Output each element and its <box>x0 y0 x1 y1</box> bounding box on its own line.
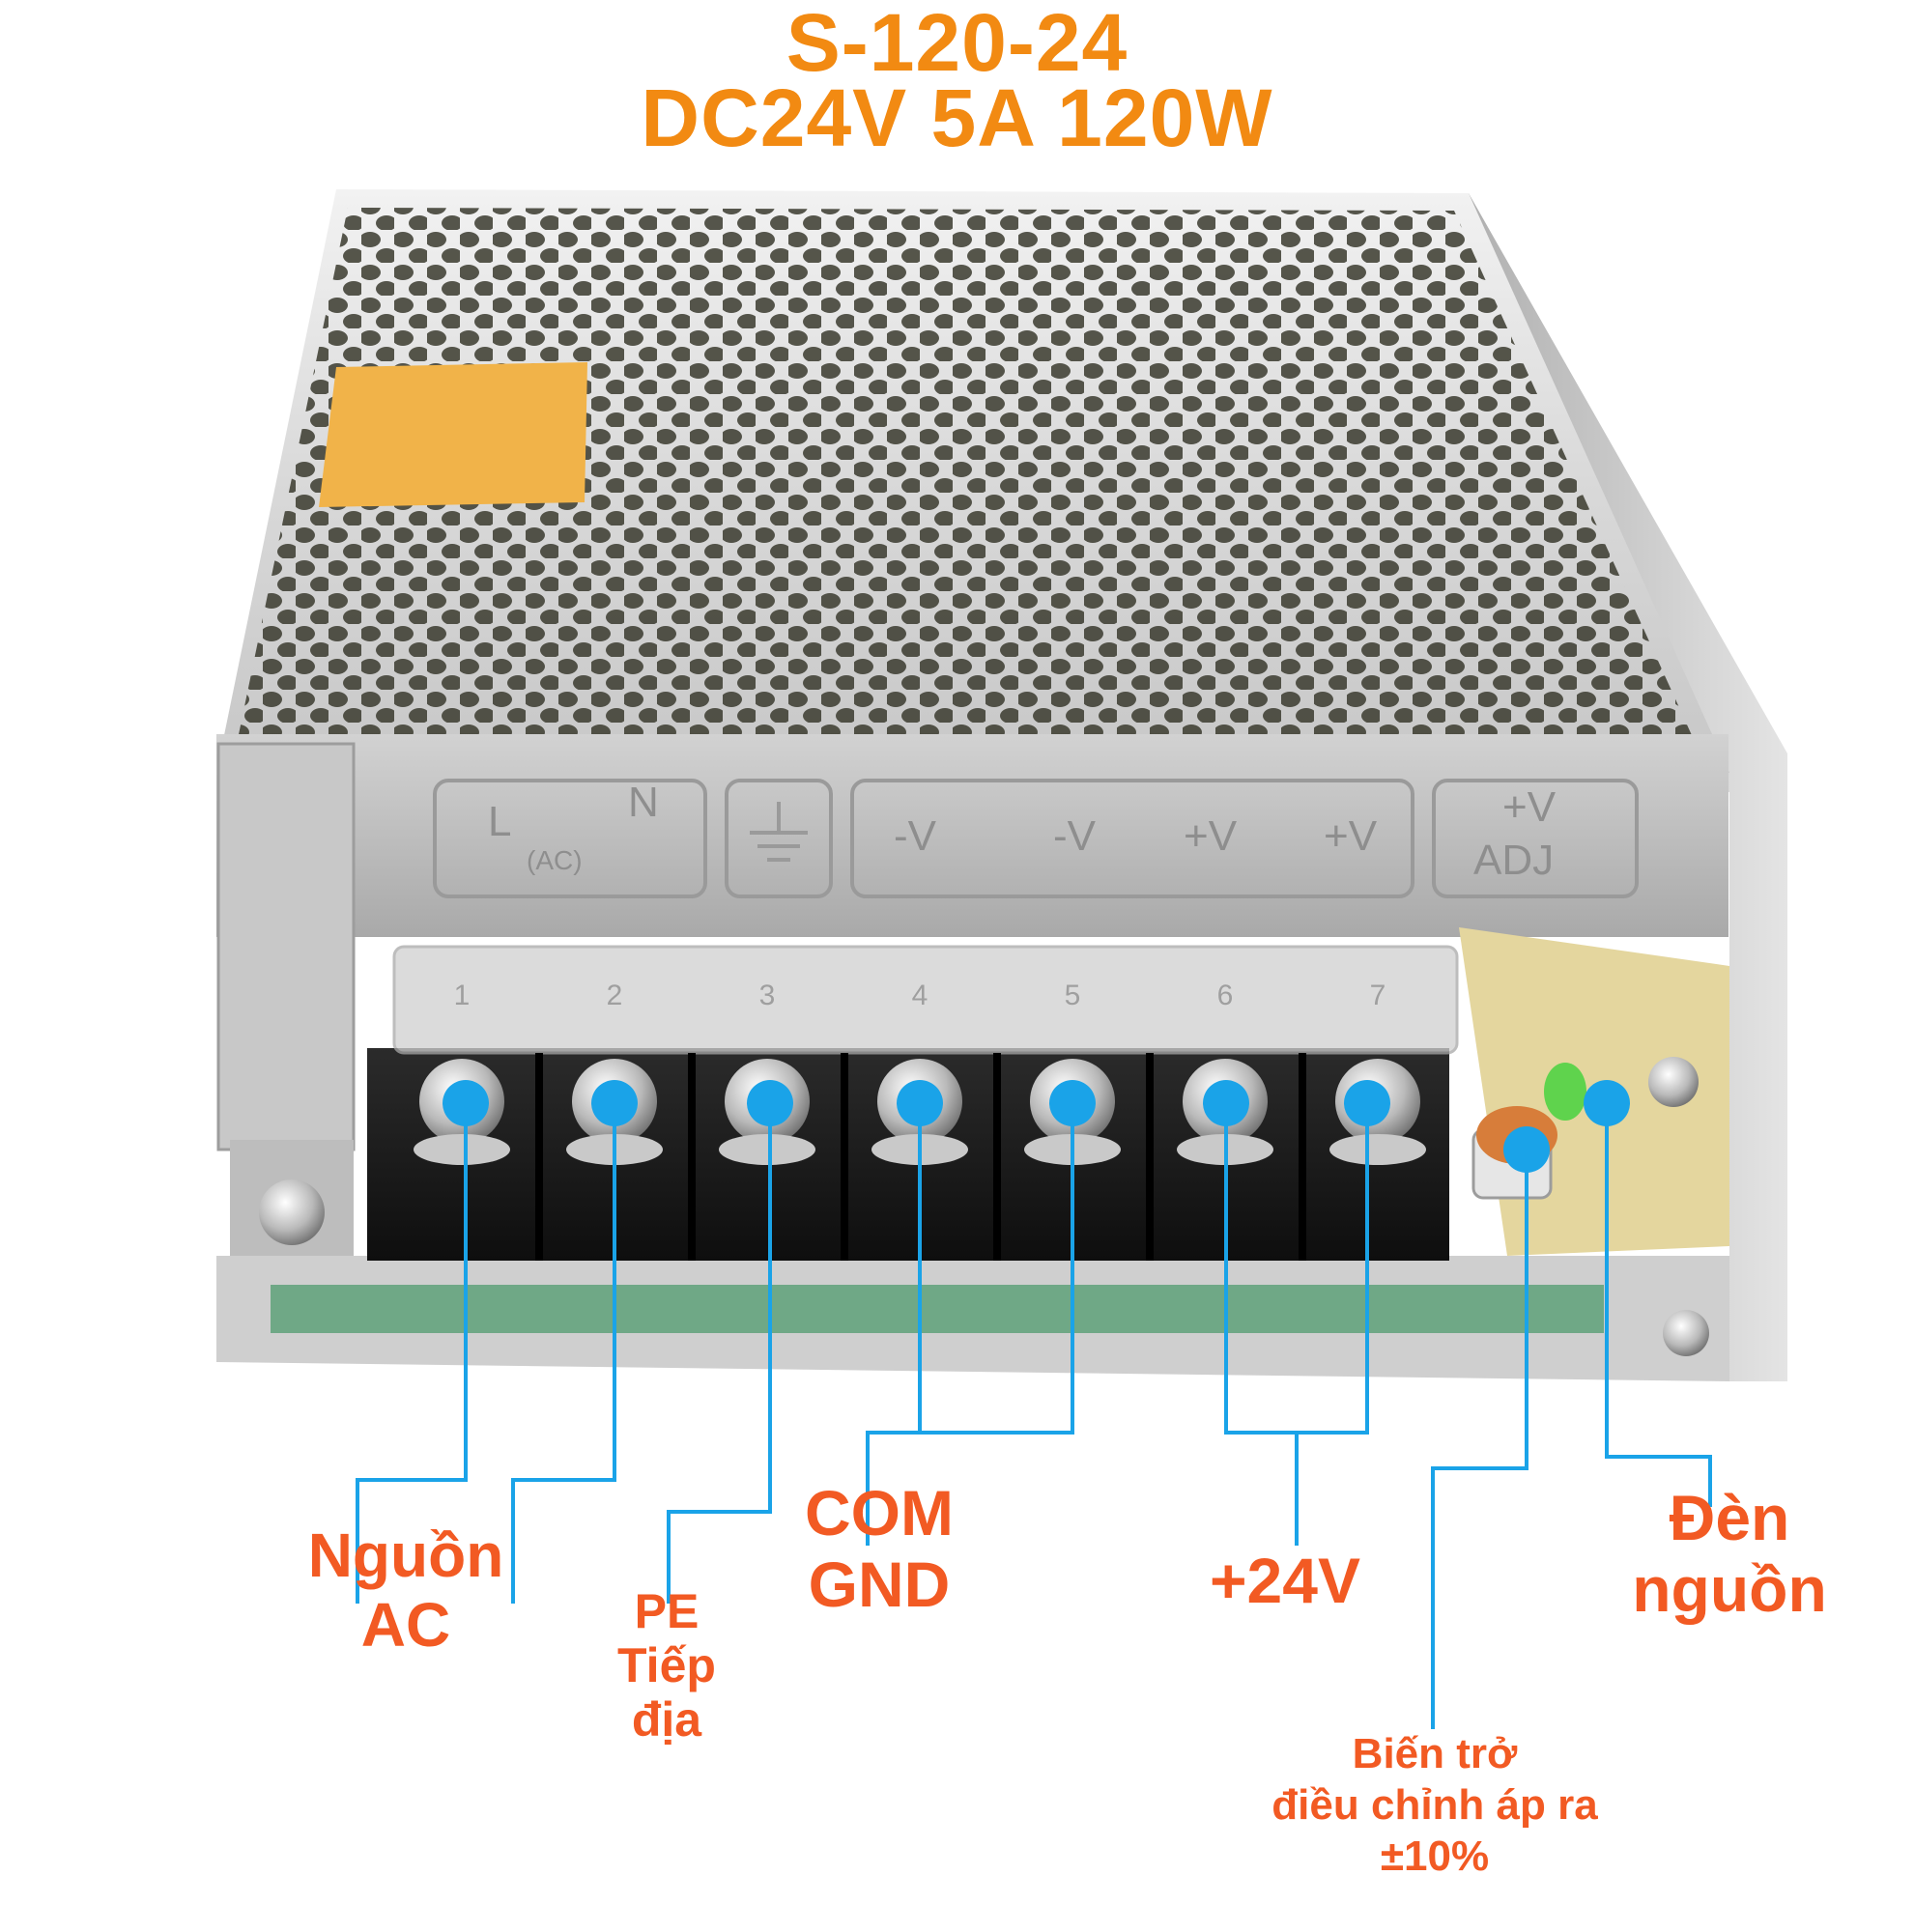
svg-text:(AC): (AC) <box>527 845 583 875</box>
leader-lines <box>356 1103 1712 1729</box>
spec-title: DC24V 5A 120W <box>641 72 1273 163</box>
terminal-divider <box>535 1053 543 1261</box>
terminal-divider <box>688 1053 696 1261</box>
label-power-led: Đèn nguồn <box>1632 1482 1827 1625</box>
connection-dot <box>1344 1080 1390 1126</box>
terminal-divider <box>1299 1053 1306 1261</box>
connection-dot <box>443 1080 489 1126</box>
ground-icon <box>750 802 808 862</box>
connection-dot <box>897 1080 943 1126</box>
terminal-divider <box>993 1053 1001 1261</box>
side-screw <box>1663 1310 1709 1356</box>
connection-dot <box>1503 1126 1550 1173</box>
terminal-divider <box>841 1053 848 1261</box>
terminal-clamp <box>1329 1134 1426 1165</box>
leader-ac <box>356 1103 468 1604</box>
leader-com <box>866 1103 1074 1546</box>
leader-pot <box>1431 1135 1528 1729</box>
warning-label <box>319 362 587 507</box>
svg-text:-V: -V <box>894 812 937 860</box>
bracket-screw <box>259 1179 325 1245</box>
label-potentiometer: Biến trở điều chỉnh áp ra ±10% <box>1271 1730 1598 1880</box>
terminal-number: 2 <box>607 980 623 1011</box>
embossed-text: L N (AC) -V -V +V +V +V ADJ <box>488 779 1557 884</box>
terminal-numbers: 1 2 3 4 5 6 7 <box>454 980 1386 1011</box>
terminal-number: 3 <box>759 980 776 1011</box>
pcb-screw <box>1648 1057 1699 1107</box>
model-title: S-120-24 <box>786 0 1128 88</box>
connection-dot <box>591 1080 638 1126</box>
terminal-clamp <box>719 1134 815 1165</box>
leader-pe <box>667 1103 772 1604</box>
leader-led <box>1605 1103 1712 1507</box>
case-front-lip <box>216 734 1728 937</box>
label-ac-source: Nguồn AC <box>307 1520 504 1660</box>
power-led <box>1544 1063 1586 1121</box>
svg-text:+V: +V <box>1502 783 1557 831</box>
leader-24v <box>1224 1103 1369 1546</box>
terminal-number: 6 <box>1217 980 1234 1011</box>
svg-text:L: L <box>488 798 511 845</box>
leader-n <box>511 1103 616 1604</box>
connection-dot <box>1584 1080 1630 1126</box>
svg-text:N: N <box>628 779 659 826</box>
svg-text:ADJ: ADJ <box>1473 837 1554 884</box>
terminal-number: 1 <box>454 980 471 1011</box>
connection-dot <box>747 1080 793 1126</box>
left-bracket <box>216 742 356 1151</box>
terminal-number: 5 <box>1065 980 1081 1011</box>
svg-text:+V: +V <box>1184 812 1238 860</box>
svg-text:+V: +V <box>1324 812 1378 860</box>
label-com-gnd: COM GND <box>805 1477 954 1620</box>
terminal-clamp <box>414 1134 510 1165</box>
circuit-board <box>271 1285 1604 1333</box>
terminal-cover <box>392 945 1459 1055</box>
connection-dots <box>443 1080 1630 1173</box>
perforation-pattern <box>237 208 1696 744</box>
label-plus-24v: +24V <box>1210 1545 1360 1616</box>
svg-text:-V: -V <box>1053 812 1097 860</box>
label-pe-earth: PE Tiếp địa <box>617 1584 716 1747</box>
terminal-number: 4 <box>912 980 928 1011</box>
terminal-divider <box>1146 1053 1154 1261</box>
connection-dot <box>1049 1080 1096 1126</box>
embossed-markings <box>433 779 1639 898</box>
connection-dot <box>1203 1080 1249 1126</box>
terminal-number: 7 <box>1370 980 1386 1011</box>
